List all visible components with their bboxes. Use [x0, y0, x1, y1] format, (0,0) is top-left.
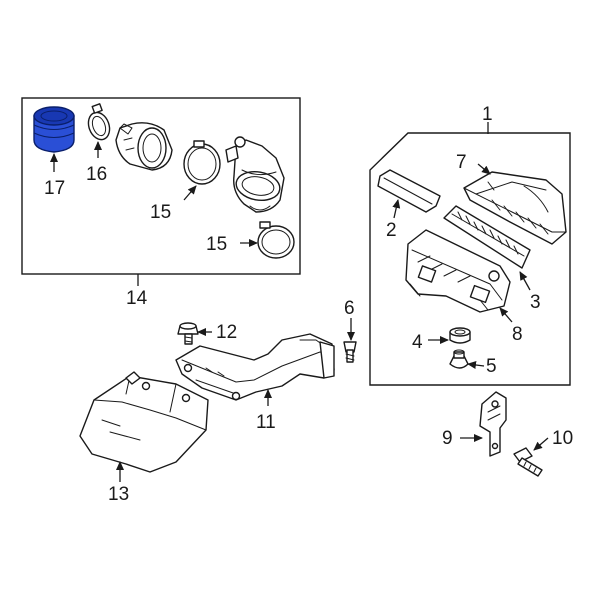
leader-15a [183, 185, 197, 201]
group-frame-1 [369, 132, 571, 386]
callout-8: 8 [512, 324, 523, 345]
callout-16: 16 [86, 164, 107, 185]
callout-7: 7 [456, 152, 467, 173]
part-7-cover[interactable] [463, 171, 567, 245]
part-12-bolt[interactable] [177, 322, 199, 345]
part-11-air-duct[interactable] [175, 333, 335, 401]
callout-10: 10 [552, 428, 573, 449]
leader-3 [519, 271, 531, 291]
part-10-bolt[interactable] [513, 447, 543, 477]
callout-2: 2 [386, 220, 397, 241]
part-4-grommet[interactable] [449, 327, 471, 344]
callout-6: 6 [344, 298, 355, 319]
part-15-clamp-lower[interactable] [257, 221, 295, 259]
leader-7 [477, 163, 491, 175]
part-2-cover-strip[interactable] [377, 169, 441, 213]
callout-15-upper: 15 [150, 202, 171, 223]
callout-5: 5 [486, 356, 497, 377]
part-9-bracket[interactable] [479, 391, 507, 457]
callout-17: 17 [44, 178, 65, 199]
part-6-clip[interactable] [343, 341, 357, 363]
callout-11: 11 [256, 412, 276, 433]
leader-5 [467, 361, 485, 369]
part-17-sleeve[interactable] [33, 106, 75, 153]
part-15-clamp-upper[interactable] [183, 140, 221, 185]
adapter-tube [115, 122, 173, 171]
part-8-lower-housing[interactable] [405, 229, 511, 313]
part-16-clamp[interactable] [85, 103, 113, 143]
callout-15-lower: 15 [206, 234, 227, 255]
leader-10 [533, 437, 549, 451]
callout-13: 13 [108, 484, 129, 505]
callout-1: 1 [482, 104, 493, 125]
intake-elbow [225, 136, 285, 213]
part-3-filter-element[interactable] [443, 205, 531, 269]
callout-14: 14 [126, 288, 148, 309]
group-frame-14 [21, 97, 301, 275]
part-5-insulator[interactable] [449, 349, 469, 369]
leader-2 [392, 199, 401, 219]
callout-4: 4 [412, 332, 423, 353]
callout-3: 3 [530, 292, 541, 313]
callout-9: 9 [442, 428, 453, 449]
leader-8 [499, 307, 513, 323]
part-13-deflector[interactable] [79, 371, 209, 473]
callout-12: 12 [216, 322, 237, 343]
